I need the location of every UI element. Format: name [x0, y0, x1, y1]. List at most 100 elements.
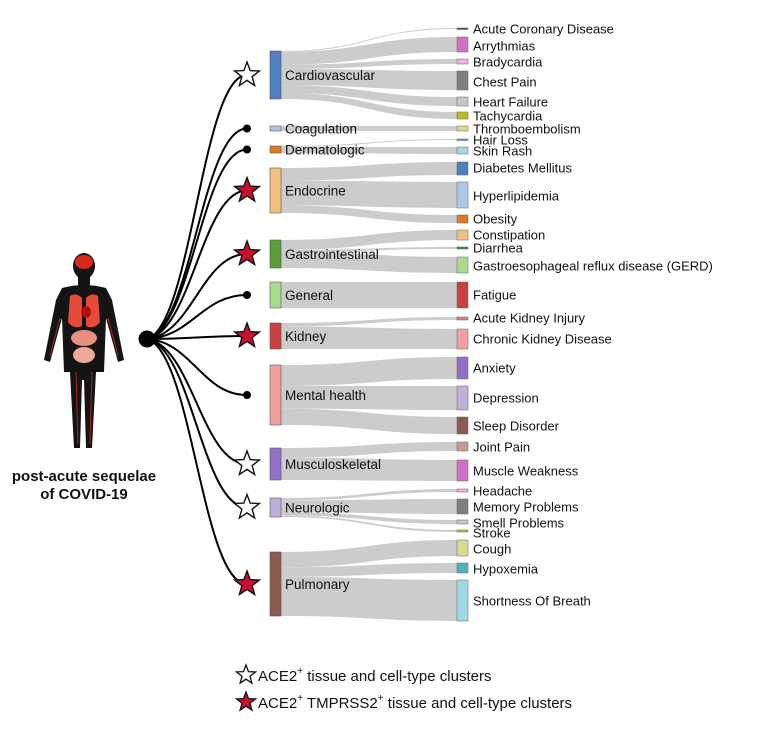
flow-band	[281, 69, 457, 90]
condition-label: Sleep Disorder	[473, 419, 560, 434]
flow-band	[281, 230, 457, 250]
category-label-derm: Dermatologic	[285, 143, 365, 158]
condition-node	[456, 441, 469, 452]
hub-line-general	[146, 294, 248, 340]
dot-marker	[243, 291, 251, 299]
hub-line-mental	[146, 338, 248, 396]
condition-label: Headache	[473, 484, 532, 499]
hub-dot	[138, 330, 156, 348]
white-star-shape	[234, 663, 258, 685]
category-node-cardio	[269, 50, 282, 100]
hub-line-endo	[146, 189, 248, 340]
red-star-icon	[232, 320, 262, 349]
condition-nodes: Acute Coronary DiseaseArrythmiasBradycar…	[456, 22, 713, 622]
flow-band	[281, 540, 457, 568]
condition-node	[456, 416, 469, 435]
red-star-icon	[234, 690, 258, 712]
condition-label: Constipation	[473, 228, 545, 243]
category-node-general	[269, 281, 282, 309]
condition-label: Anxiety	[473, 361, 516, 376]
red-star-icon	[232, 238, 262, 267]
condition-node	[456, 125, 469, 132]
condition-label: Stroke	[473, 526, 511, 541]
condition-label: Fatigue	[473, 288, 516, 303]
white-star-icon	[234, 663, 258, 685]
condition-node	[456, 181, 469, 209]
condition-label: Muscle Weakness	[473, 464, 579, 479]
category-node-gastro	[269, 239, 282, 269]
hub-line-derm	[146, 148, 248, 340]
condition-node	[456, 246, 469, 250]
dot-marker	[243, 124, 251, 133]
category-node-derm	[269, 145, 282, 154]
condition-node	[456, 36, 469, 53]
flow-band	[281, 563, 457, 577]
condition-node	[456, 385, 469, 411]
category-label-pulm: Pulmonary	[285, 577, 350, 592]
condition-label: Smell Problems	[473, 516, 565, 531]
condition-node	[456, 498, 469, 515]
category-label-general: General	[285, 288, 333, 303]
sankey-flows	[281, 28, 457, 621]
condition-node	[456, 316, 469, 321]
flow-band	[281, 126, 457, 131]
category-nodes: CardiovascularCoagulationDermatologicEnd…	[232, 50, 381, 617]
condition-node	[456, 529, 469, 533]
condition-label: Memory Problems	[473, 500, 579, 515]
flow-band	[281, 385, 457, 410]
hub-line-pulm	[146, 338, 248, 585]
condition-label: Hyperlipidemia	[473, 189, 560, 204]
flow-band	[281, 515, 457, 532]
condition-label: Heart Failure	[473, 95, 548, 110]
flow-band	[281, 357, 457, 386]
category-node-endo	[269, 167, 282, 214]
dot-marker	[243, 391, 251, 399]
legend-row-ace2: ACE2+ tissue and cell-type clusters	[234, 663, 491, 685]
condition-node	[456, 146, 469, 155]
condition-node	[456, 579, 469, 622]
category-label-kidney: Kidney	[285, 329, 327, 344]
flow-band	[281, 37, 457, 65]
condition-label: Skin Rash	[473, 144, 532, 159]
flow-band	[281, 442, 457, 458]
category-node-pulm	[269, 551, 282, 617]
white-star-icon	[232, 448, 262, 477]
hub-line-musc	[146, 338, 248, 465]
condition-node	[456, 519, 469, 525]
category-node-mental	[269, 364, 282, 426]
flow-band	[281, 408, 457, 434]
condition-label: Thromboembolism	[473, 122, 581, 137]
category-label-coag: Coagulation	[285, 122, 357, 137]
condition-label: Tachycardia	[473, 109, 543, 124]
flow-band	[281, 180, 457, 208]
condition-label: Shortness Of Breath	[473, 594, 591, 609]
condition-node	[456, 562, 469, 574]
flow-band	[281, 162, 457, 181]
category-node-coag	[269, 125, 282, 132]
condition-node	[456, 281, 469, 309]
category-label-gastro: Gastrointestinal	[285, 247, 379, 262]
condition-node	[456, 138, 469, 141]
category-node-musc	[269, 447, 282, 481]
condition-label: Hypoxemia	[473, 562, 539, 577]
hub-connector-lines	[146, 74, 248, 585]
flow-band	[281, 85, 457, 106]
category-label-neuro: Neurologic	[285, 501, 350, 516]
condition-label: Diarrhea	[473, 241, 524, 256]
flow-band	[281, 457, 457, 481]
condition-node	[456, 488, 469, 493]
category-node-kidney	[269, 322, 282, 350]
flow-band	[281, 576, 457, 621]
condition-label: Cough	[473, 542, 511, 557]
red-star-icon	[232, 175, 262, 203]
category-node-neuro	[269, 497, 282, 518]
condition-node	[456, 111, 469, 120]
legend-text-ace2-tmprss2: ACE2+ TMPRSS2+ tissue and cell-type clus…	[258, 693, 572, 712]
flow-band	[281, 28, 457, 52]
condition-node	[456, 229, 469, 241]
flow-band	[281, 247, 457, 252]
hub-line-cardio	[146, 74, 248, 340]
condition-label: Joint Pain	[473, 440, 530, 455]
flow-band	[281, 326, 457, 349]
